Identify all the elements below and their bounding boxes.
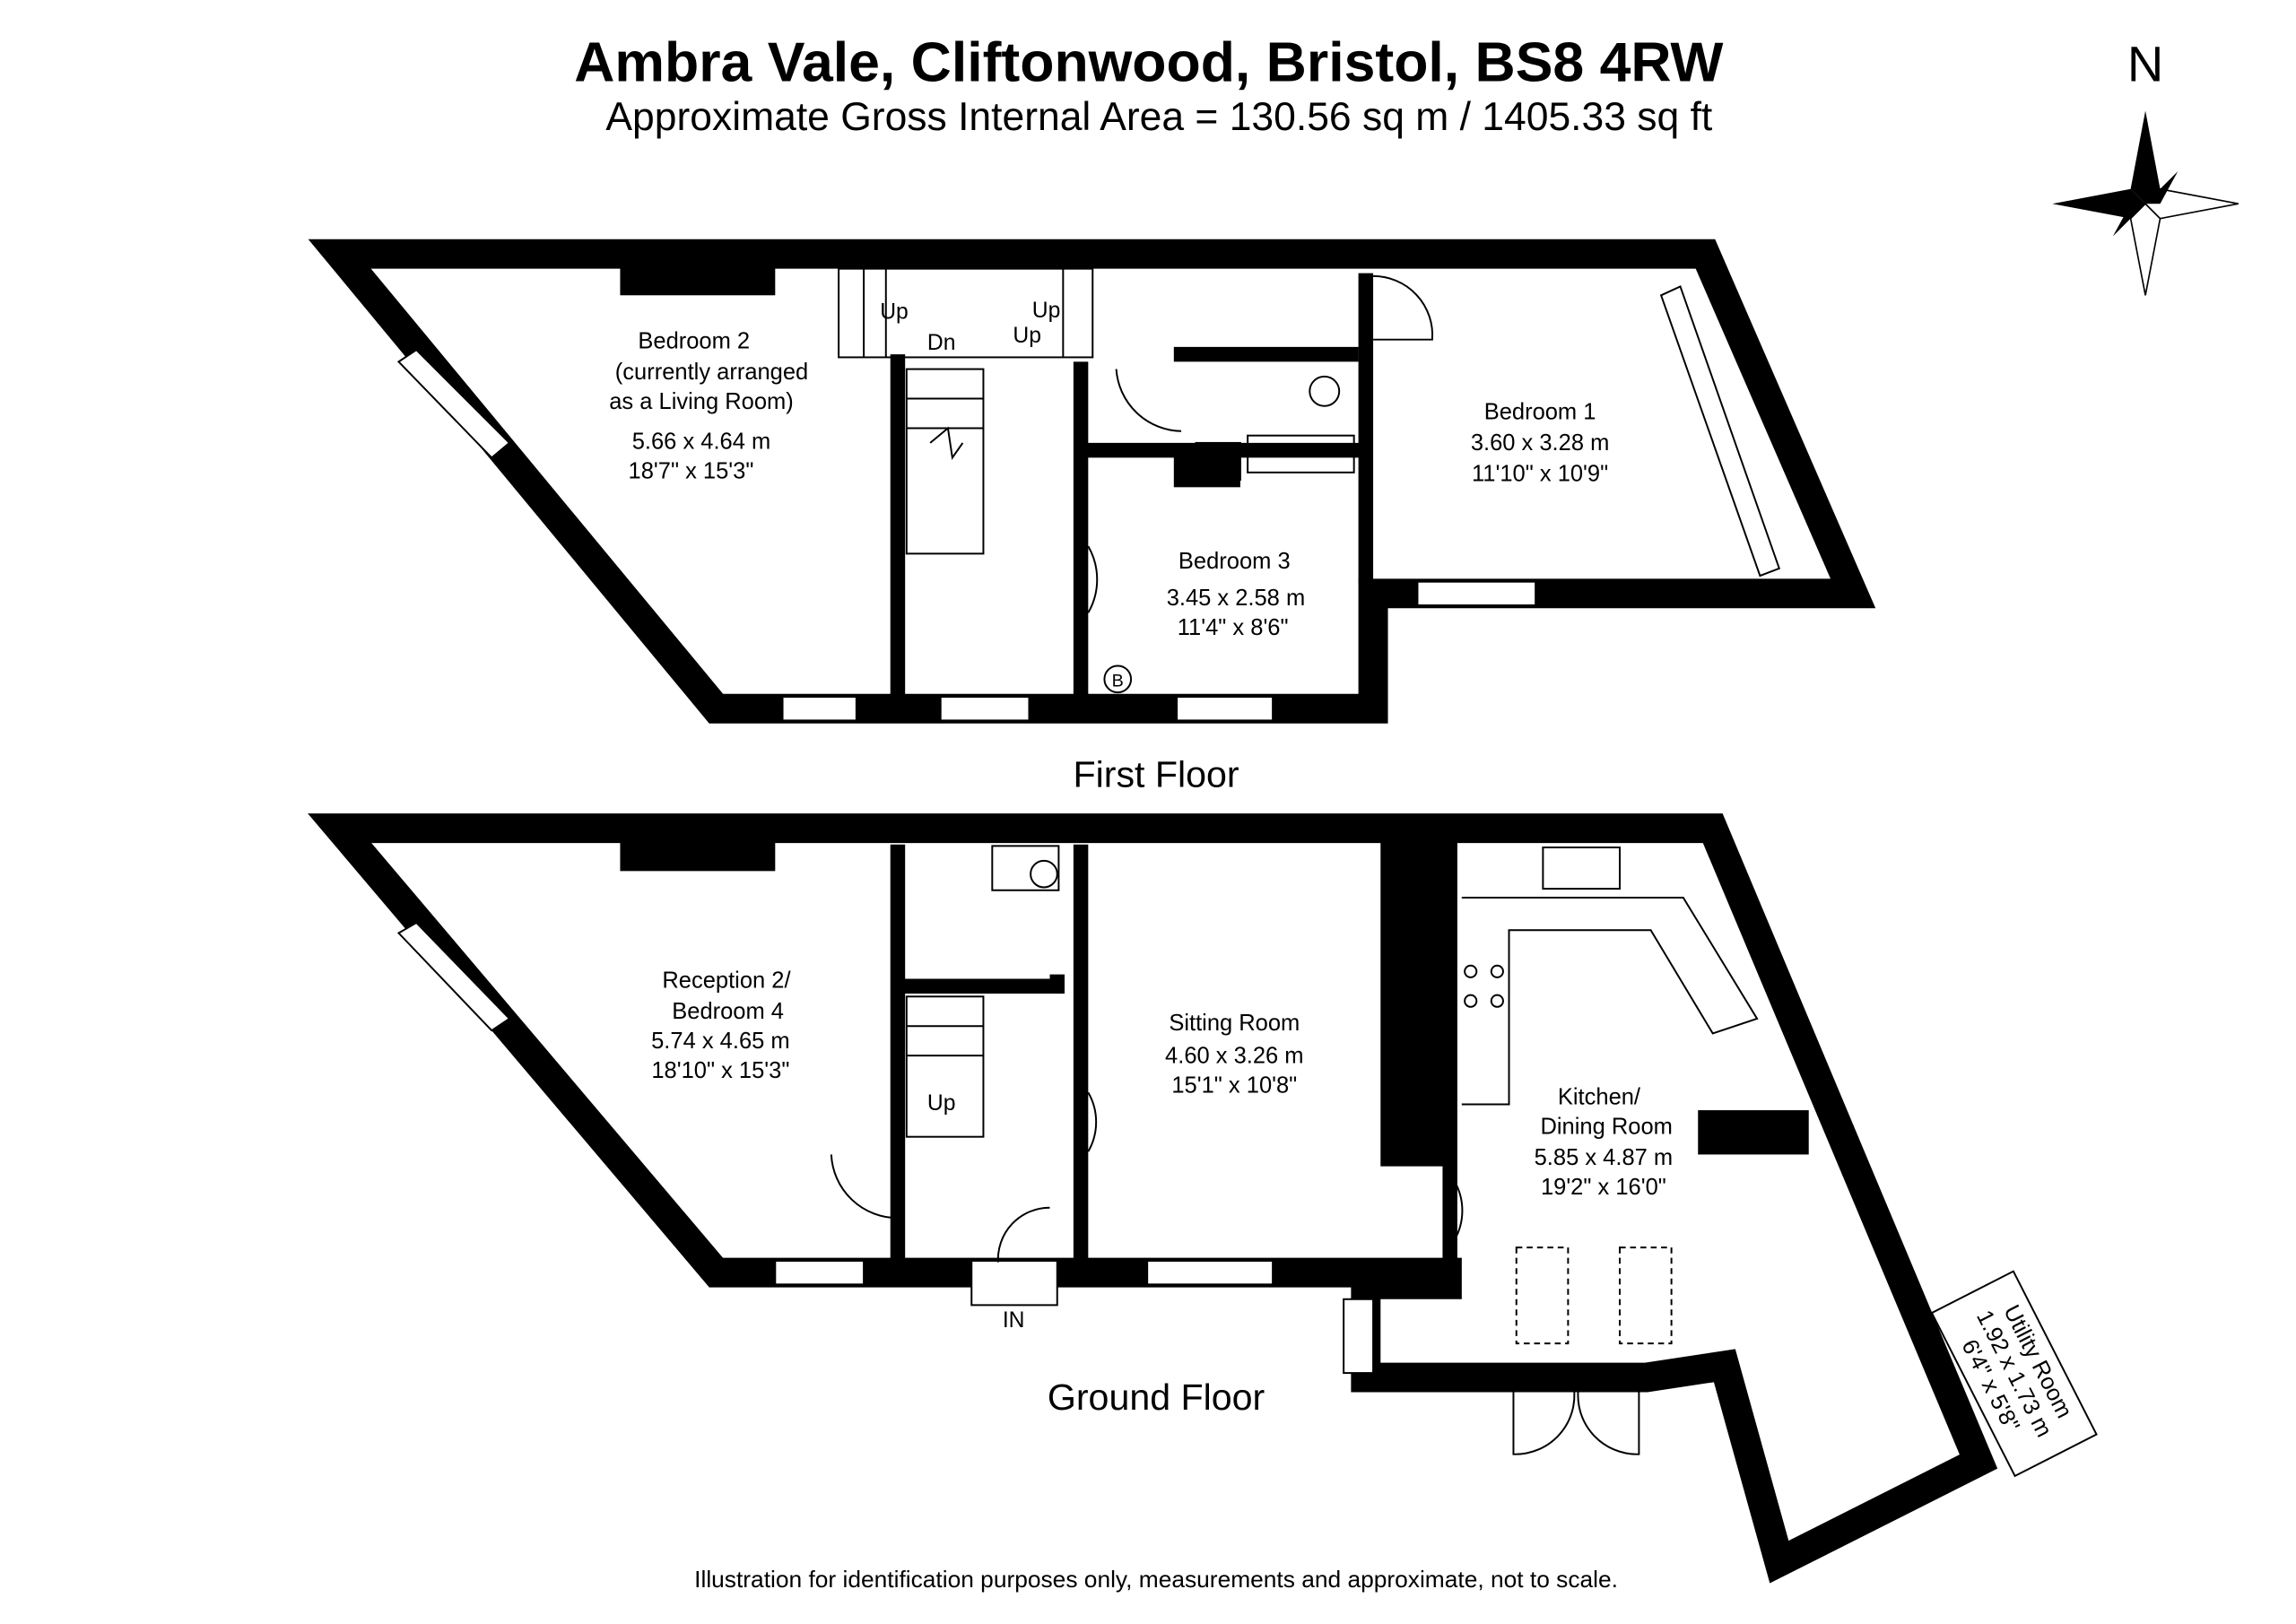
stair-down-label: Dn <box>927 331 956 355</box>
room-note: (currently arranged <box>615 360 808 385</box>
disclaimer: Illustration for identification purposes… <box>694 1566 1618 1593</box>
room-bedroom-3: Bedroom 3 3.45 x 2.58 m 11'4" x 8'6" <box>1167 549 1306 640</box>
ground-floor-plan: Up IN Reception 2/ Bedroom 4 5.74 x 4.65… <box>308 813 2098 1584</box>
room-imperial: 11'4" x 8'6" <box>1178 615 1289 640</box>
compass-rose-icon: N <box>2052 36 2239 296</box>
room-name: Sitting Room <box>1169 1011 1300 1036</box>
room-note: as a Living Room) <box>609 389 794 414</box>
room-name: Kitchen/ <box>1558 1084 1641 1109</box>
room-metric: 5.85 x 4.87 m <box>1535 1145 1674 1170</box>
room-imperial: 15'1" x 10'8" <box>1171 1073 1297 1098</box>
room-imperial: 19'2" x 16'0" <box>1541 1175 1666 1200</box>
compass-north-label: N <box>2127 36 2163 92</box>
room-imperial: 11'10" x 10'9" <box>1472 462 1608 487</box>
room-reception-2: Reception 2/ Bedroom 4 5.74 x 4.65 m 18'… <box>651 968 791 1082</box>
room-metric: 3.45 x 2.58 m <box>1167 586 1306 611</box>
property-address-title: Ambra Vale, Cliftonwood, Bristol, BS8 4R… <box>574 31 1723 94</box>
stair-up-label: Up <box>1013 324 1041 348</box>
room-sitting-room: Sitting Room 4.60 x 3.26 m 15'1" x 10'8" <box>1165 1011 1304 1098</box>
room-metric: 4.60 x 3.26 m <box>1165 1043 1304 1068</box>
room-name: Bedroom 1 <box>1484 400 1596 425</box>
stair-up-label: Up <box>1032 299 1061 323</box>
room-name: Reception 2/ <box>662 968 791 993</box>
room-bedroom-1: Bedroom 1 3.60 x 3.28 m 11'10" x 10'9" <box>1471 400 1610 487</box>
room-name: Bedroom 3 <box>1178 549 1291 574</box>
first-floor-stairs <box>838 267 1094 555</box>
room-name: Bedroom 2 <box>638 329 750 354</box>
first-floor-plan: Up Dn Up Up B Bedroom 2 (currently arran… <box>308 239 1876 795</box>
stair-up-label: Up <box>880 300 909 325</box>
room-imperial: 18'7" x 15'3" <box>629 458 754 483</box>
room-metric: 5.66 x 4.64 m <box>632 430 771 455</box>
room-name: Bedroom 4 <box>672 999 784 1024</box>
first-floor-label: First Floor <box>1073 754 1239 795</box>
ground-floor-label: Ground Floor <box>1048 1376 1265 1418</box>
room-metric: 5.74 x 4.65 m <box>651 1029 790 1054</box>
boiler-label: B <box>1112 672 1124 691</box>
room-bedroom-2: Bedroom 2 (currently arranged as a Livin… <box>609 329 808 484</box>
kitchen-fixtures <box>991 845 1759 1345</box>
entrance-label: IN <box>1003 1308 1025 1333</box>
room-kitchen-dining: Kitchen/ Dining Room 5.85 x 4.87 m 19'2"… <box>1535 1084 1674 1199</box>
gross-area-subtitle: Approximate Gross Internal Area = 130.56… <box>605 95 1712 139</box>
room-name: Dining Room <box>1540 1114 1672 1139</box>
room-imperial: 18'10" x 15'3" <box>651 1058 789 1083</box>
stair-up-label: Up <box>927 1091 956 1116</box>
bathroom-fixtures <box>1087 274 1434 613</box>
room-metric: 3.60 x 3.28 m <box>1471 430 1610 456</box>
